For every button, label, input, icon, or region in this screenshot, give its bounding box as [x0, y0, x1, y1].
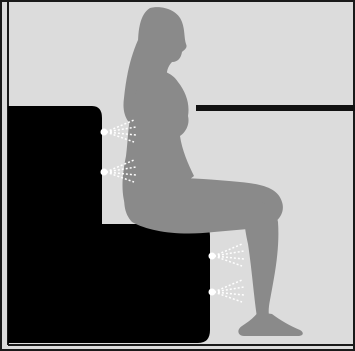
waterline [196, 105, 355, 111]
